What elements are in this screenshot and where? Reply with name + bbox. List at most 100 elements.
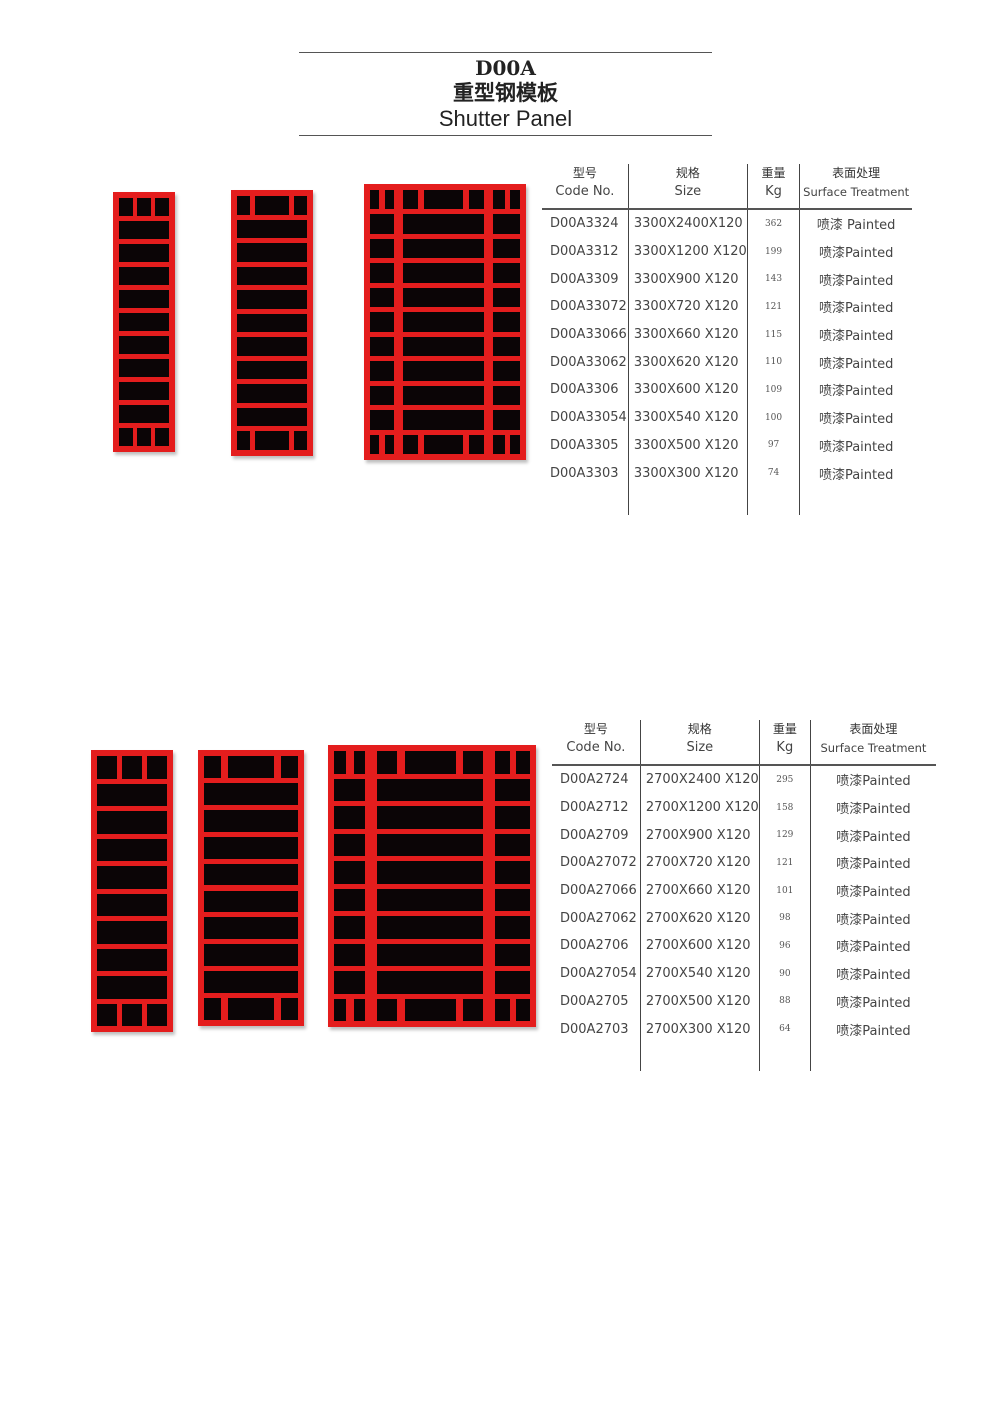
cell-kg: 109 (746, 376, 800, 404)
cell-treatment: 喷漆Painted (799, 403, 912, 432)
panel-medium (231, 190, 313, 456)
cell-size: 2700X2400 X120 (639, 765, 760, 794)
cell-size: 2700X600 X120 (639, 932, 760, 960)
cell-kg: 158 (758, 793, 811, 822)
cell-kg: 98 (758, 904, 811, 933)
cell-kg: 100 (746, 403, 800, 432)
cell-kg: 143 (746, 265, 800, 294)
cell-code: D00A33054 (550, 410, 627, 426)
cell-size: 3300X720 X120 (627, 293, 748, 321)
cell-kg: 110 (746, 348, 800, 377)
cell-treatment: 喷漆Painted (799, 431, 912, 460)
cell-kg: 295 (758, 765, 811, 794)
cell-code: D00A27062 (560, 910, 637, 926)
cell-code: D00A27066 (560, 883, 637, 899)
cell-treatment: 喷漆Painted (799, 376, 912, 404)
cell-treatment: 喷漆Painted (809, 1015, 936, 1043)
cell-code: D00A3324 (550, 216, 619, 232)
cell-kg: 64 (758, 1015, 811, 1043)
cell-code: D00A33072 (550, 299, 627, 315)
cell-treatment: 喷漆Painted (809, 849, 936, 877)
cell-size: 2700X1200 X120 (639, 793, 760, 822)
cell-treatment: 喷漆Painted (809, 959, 936, 988)
product-code-title: D00A (475, 56, 536, 80)
cell-treatment: 喷漆Painted (799, 293, 912, 321)
cell-size: 2700X500 X120 (639, 987, 760, 1016)
table-spacer (542, 486, 912, 515)
cell-code: D00A2712 (560, 800, 629, 816)
cell-treatment: 喷漆 Painted (799, 209, 912, 238)
cell-size: 2700X300 X120 (639, 1015, 760, 1043)
cell-code: D00A2706 (560, 938, 629, 954)
table-spacer (552, 1042, 936, 1071)
cell-code: D00A27072 (560, 855, 637, 871)
cell-kg: 97 (746, 431, 800, 460)
cell-kg: 88 (758, 987, 811, 1016)
cell-treatment: 喷漆Painted (809, 765, 936, 794)
cell-code: D00A3306 (550, 382, 619, 398)
cell-size: 3300X500 X120 (627, 431, 748, 460)
product-title-cn: 重型钢模板 (453, 80, 558, 105)
panel-narrow (91, 750, 173, 1032)
cell-size: 2700X540 X120 (639, 959, 760, 988)
cell-size: 3300X900 X120 (627, 265, 748, 294)
cell-size: 3300X1200 X120 (627, 237, 748, 266)
cell-size: 2700X660 X120 (639, 876, 760, 905)
cell-code: D00A33066 (550, 327, 627, 343)
product-title-en: Shutter Panel (438, 106, 573, 131)
cell-kg: 129 (758, 821, 811, 850)
cell-code: D00A2724 (560, 772, 629, 788)
header-top-rule (299, 52, 712, 53)
cell-code: D00A3309 (550, 271, 619, 287)
cell-kg: 115 (746, 320, 800, 349)
cell-size: 3300X540 X120 (627, 403, 748, 432)
cell-size: 2700X900 X120 (639, 821, 760, 850)
cell-kg: 101 (758, 876, 811, 905)
panel-narrow (113, 192, 175, 452)
cell-kg: 90 (758, 959, 811, 988)
cell-treatment: 喷漆Painted (809, 793, 936, 822)
cell-size: 2700X720 X120 (639, 849, 760, 877)
cell-code: D00A3303 (550, 465, 619, 481)
header: D00A 重型钢模板 Shutter Panel (299, 56, 712, 132)
cell-code: D00A3305 (550, 437, 619, 453)
cell-code: D00A2709 (560, 827, 629, 843)
header-bottom-rule (299, 135, 712, 136)
cell-code: D00A2703 (560, 1021, 629, 1037)
cell-treatment: 喷漆Painted (809, 876, 936, 905)
cell-treatment: 喷漆Painted (799, 237, 912, 266)
cell-treatment: 喷漆Painted (809, 987, 936, 1016)
cell-code: D00A3312 (550, 244, 619, 260)
cell-code: D00A2705 (560, 993, 629, 1009)
cell-kg: 121 (758, 849, 811, 877)
cell-kg: 362 (746, 209, 800, 238)
cell-treatment: 喷漆Painted (799, 265, 912, 294)
cell-size: 3300X600 X120 (627, 376, 748, 404)
panel-medium (198, 750, 304, 1026)
